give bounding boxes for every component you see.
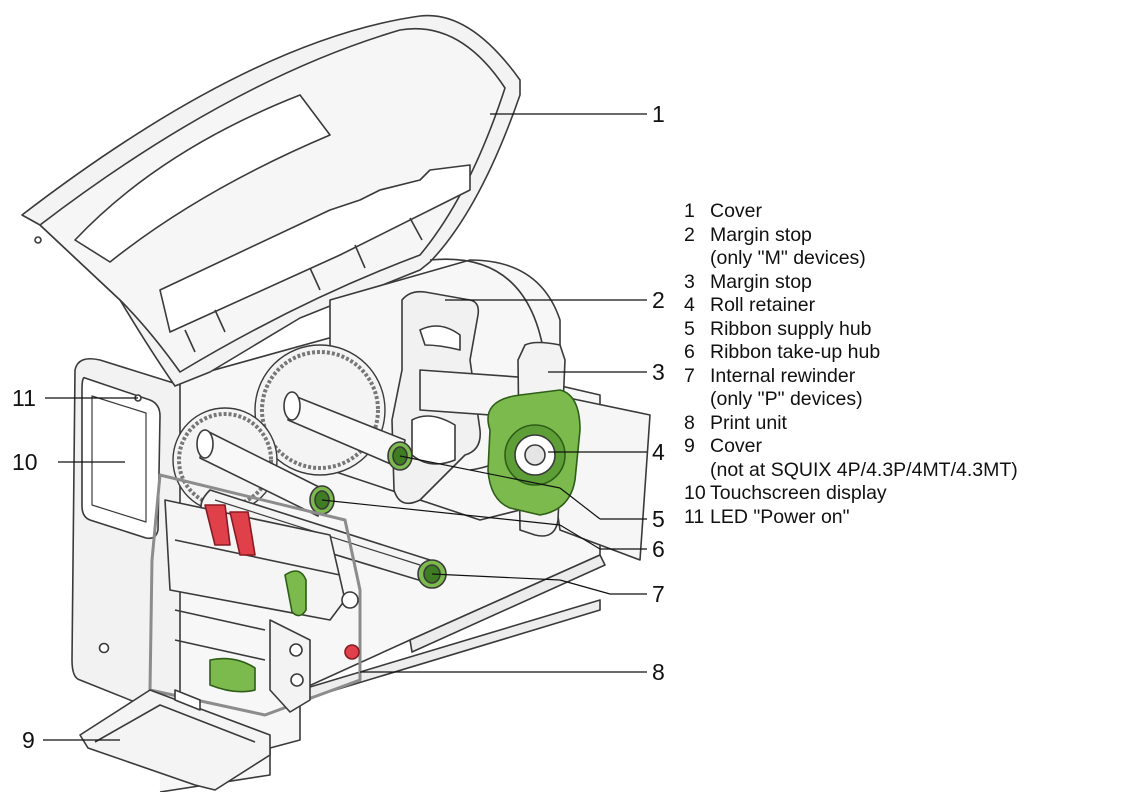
legend-note: (only "M" devices) xyxy=(710,247,866,269)
left-housing xyxy=(71,357,181,721)
ribbon-takeup-shaft xyxy=(283,391,413,471)
legend-label: Print unit xyxy=(710,411,787,434)
callout-9: 9 xyxy=(22,727,35,753)
roll-retainer-assembly xyxy=(487,341,581,537)
legend-note: (not at SQUIX 4P/4.3P/4MT/4.3MT) xyxy=(710,458,1018,481)
print-unit xyxy=(148,473,362,717)
legend-label: Ribbon supply hub xyxy=(710,317,872,340)
legend-number: 8 xyxy=(684,411,695,434)
legend-number: 4 xyxy=(684,294,695,316)
callout-3: 3 xyxy=(652,359,665,385)
main-cover xyxy=(21,14,521,387)
legend-item-ribbon-takeup-hub: 6 Ribbon take-up hub xyxy=(684,341,1136,365)
legend-label: LED "Power on" xyxy=(710,505,850,528)
callout-numbers: 1 2 3 4 5 6 7 8 9 10 11 xyxy=(12,101,665,753)
legend-label: Ribbon take-up hub xyxy=(710,341,881,363)
legend-item-margin-stop: 3 Margin stop xyxy=(684,271,1136,295)
callout-6: 6 xyxy=(652,536,665,562)
callout-5: 5 xyxy=(652,506,665,532)
legend-item-margin-stop-m: 2 Margin stop (only "M" devices) xyxy=(684,224,1136,271)
callout-2: 2 xyxy=(652,287,665,313)
legend-label: Margin stop xyxy=(710,223,812,246)
legend-number: 7 xyxy=(684,364,695,387)
parts-legend: 1 Cover 2 Margin stop (only "M" devices)… xyxy=(684,200,1136,529)
legend-item-print-unit: 8 Print unit xyxy=(684,412,1136,436)
legend-number: 10 xyxy=(684,482,706,504)
callout-10: 10 xyxy=(12,449,38,475)
callout-8: 8 xyxy=(652,659,665,685)
legend-number: 5 xyxy=(684,317,695,340)
legend-number: 1 xyxy=(684,200,695,222)
callout-1: 1 xyxy=(652,101,665,127)
legend-label: Touchscreen display xyxy=(710,482,887,504)
callout-4: 4 xyxy=(652,439,665,465)
legend-number: 11 xyxy=(684,505,705,528)
legend-number: 3 xyxy=(684,270,695,293)
legend-label: Internal rewinder xyxy=(710,364,856,387)
legend-note: (only "P" devices) xyxy=(710,388,863,410)
legend-number: 2 xyxy=(684,223,695,246)
legend-item-cover-lower: 9 Cover (not at SQUIX 4P/4.3P/4MT/4.3MT) xyxy=(684,435,1136,482)
leader-lines xyxy=(43,113,647,741)
legend-number: 6 xyxy=(684,341,695,363)
legend-item-led-power: 11 LED "Power on" xyxy=(684,506,1136,530)
lower-cover xyxy=(79,689,271,791)
legend-item-ribbon-supply-hub: 5 Ribbon supply hub xyxy=(684,318,1136,342)
legend-item-touchscreen: 10 Touchscreen display xyxy=(684,482,1136,506)
legend-label: Roll retainer xyxy=(710,294,816,316)
legend-label: Cover xyxy=(710,435,763,457)
legend-label: Margin stop xyxy=(710,270,812,293)
legend-number: 9 xyxy=(684,435,695,457)
legend-item-cover: 1 Cover xyxy=(684,200,1136,224)
legend-label: Cover xyxy=(710,200,763,222)
callout-11: 11 xyxy=(12,385,36,411)
legend-item-roll-retainer: 4 Roll retainer xyxy=(684,294,1136,318)
legend-item-internal-rewinder: 7 Internal rewinder (only "P" devices) xyxy=(684,365,1136,412)
callout-7: 7 xyxy=(652,581,665,607)
